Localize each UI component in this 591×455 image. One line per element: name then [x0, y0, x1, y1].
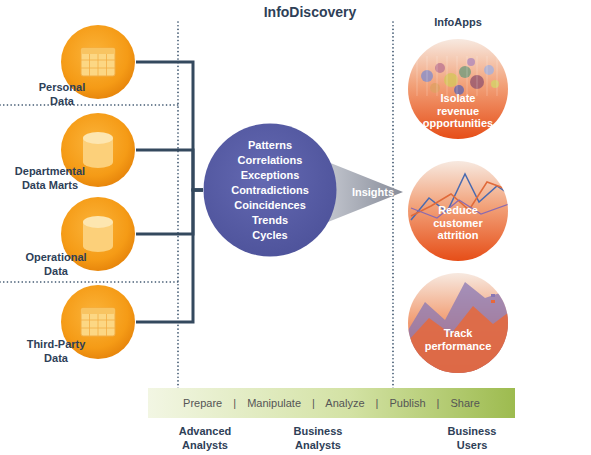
analysis-circle: PatternsCorrelationsExceptionsContradict… — [203, 123, 337, 257]
role-label: Advanced Analysts — [170, 424, 240, 452]
analysis-circle — [204, 124, 337, 257]
data-source-circle: Operational Data — [60, 196, 136, 272]
infoapp-circle: Reduce customer attrition — [407, 160, 509, 262]
grid-line — [467, 56, 468, 96]
table-grid — [98, 54, 99, 76]
analysis-list: PatternsCorrelationsExceptionsContradict… — [203, 123, 337, 257]
column-divider — [177, 22, 179, 396]
app-circle-shape — [407, 272, 509, 374]
source-label: Operational Data — [18, 250, 94, 278]
analysis-item: Patterns — [248, 138, 292, 153]
table-grid — [89, 314, 90, 336]
app-illustration — [417, 56, 499, 96]
source-label: Personal Data — [32, 80, 92, 108]
table-grid — [81, 60, 115, 61]
analysis-item: Coincidences — [234, 198, 306, 213]
table-grid — [81, 320, 115, 321]
app-label: Track performance — [419, 327, 497, 352]
grid-line — [437, 56, 438, 96]
table-header — [81, 308, 115, 314]
row-divider — [0, 281, 178, 283]
table-icon — [81, 48, 115, 76]
analysis-item: Exceptions — [241, 168, 300, 183]
table-grid — [89, 54, 90, 76]
app-circle — [408, 39, 508, 139]
analysis-item: Cycles — [252, 228, 287, 243]
row-divider — [0, 104, 178, 106]
table-grid — [106, 54, 107, 76]
grid-line — [497, 56, 498, 96]
grid-line — [427, 56, 428, 96]
bracket-connector — [136, 62, 203, 190]
data-dot — [467, 58, 475, 66]
grid-line — [487, 56, 488, 96]
diagram-title: InfoDiscovery — [210, 3, 410, 21]
legend-chip — [491, 294, 495, 297]
app-circle — [408, 273, 508, 373]
data-source-circle: Departmental Data Marts — [60, 112, 136, 188]
data-source-circle: Personal Data — [60, 24, 136, 100]
cylinder-top — [83, 132, 113, 144]
data-source-circle: Third-Party Data — [60, 284, 136, 360]
grid-line — [447, 56, 448, 96]
table-grid — [81, 328, 115, 329]
data-dot — [459, 66, 471, 78]
role-label: Business Users — [440, 424, 504, 452]
data-dot — [435, 63, 445, 73]
infoapp-circle: Track performance — [407, 272, 509, 374]
source-label: Departmental Data Marts — [8, 164, 92, 192]
analysis-item: Trends — [252, 213, 288, 228]
bracket-connector — [136, 190, 203, 322]
table-grid — [81, 68, 115, 69]
grid-line — [417, 56, 418, 96]
role-label: Business Analysts — [286, 424, 350, 452]
app-circle — [408, 161, 508, 261]
app-illustration — [407, 282, 509, 374]
workflow-steps: Prepare | Manipulate | Analyze | Publish… — [148, 388, 515, 418]
data-dot — [484, 65, 494, 75]
analysis-item: Contradictions — [231, 183, 309, 198]
bracket-connector — [136, 150, 203, 190]
area-chart — [407, 282, 509, 374]
cylinder-top — [83, 216, 113, 228]
arrow-label: Insights — [343, 185, 403, 199]
infoapp-circle: Isolate revenue opportunities — [407, 38, 509, 140]
table-grid — [98, 314, 99, 336]
app-label: Reduce customer attrition — [419, 204, 497, 242]
analysis-item: Correlations — [238, 153, 303, 168]
grid-line — [477, 56, 478, 96]
legend-chip — [491, 300, 495, 303]
column-divider — [392, 22, 394, 396]
area-chart — [407, 306, 509, 374]
table-icon — [81, 308, 115, 336]
data-dot — [444, 73, 458, 87]
table-grid — [106, 314, 107, 336]
app-label: Isolate revenue opportunities — [419, 92, 497, 130]
data-dot — [430, 83, 440, 93]
workflow-band: Prepare | Manipulate | Analyze | Publish… — [148, 388, 515, 418]
source-label: Third-Party Data — [18, 337, 94, 365]
table-header — [81, 48, 115, 54]
grid-line — [457, 56, 458, 96]
column-heading: InfoApps — [413, 15, 503, 29]
data-dot — [491, 80, 499, 88]
